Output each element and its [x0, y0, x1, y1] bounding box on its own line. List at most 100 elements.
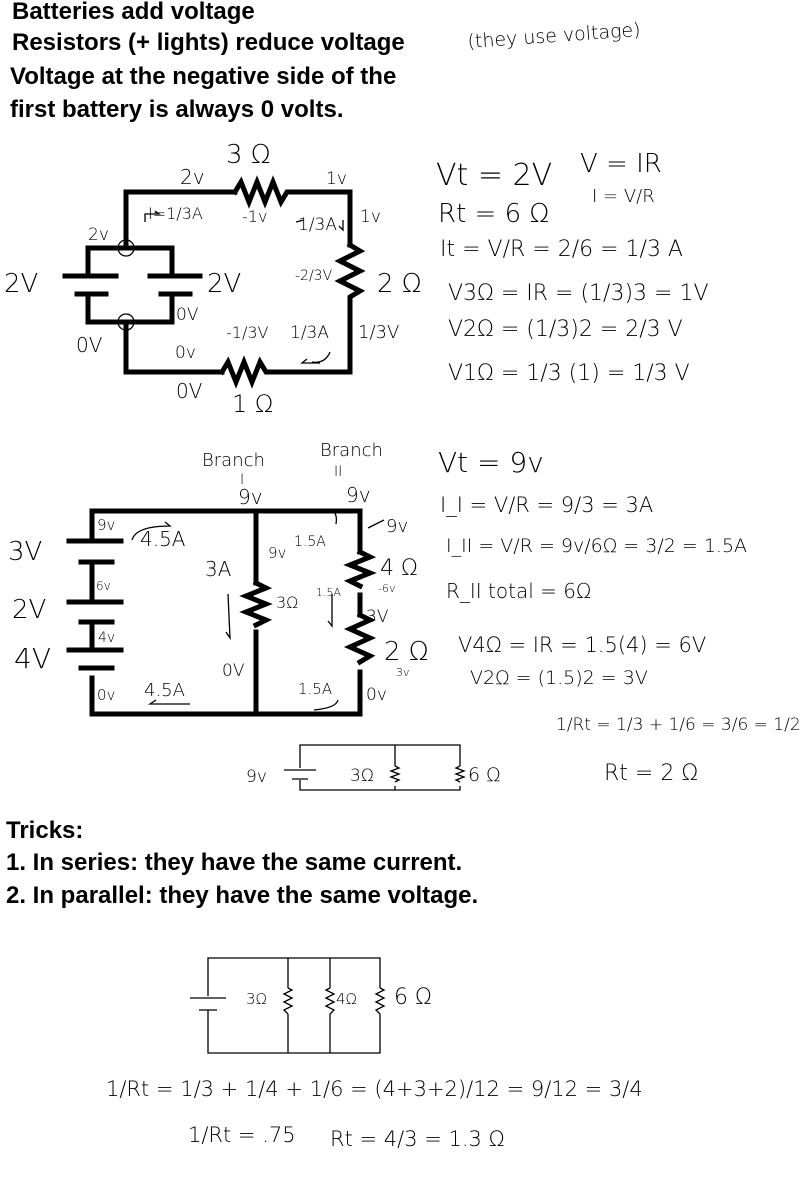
- resistor-2ohm: [343, 611, 377, 666]
- label: 6 Ω: [394, 985, 432, 1010]
- tricks-title: Tricks:: [6, 817, 83, 844]
- label: I: [240, 472, 244, 488]
- label: 3v: [396, 666, 410, 679]
- circuit-2: Branch I 9v Branch II 9v 9v 4.5A 3V 6v 2…: [8, 440, 801, 786]
- trick-parallel: 2. In parallel: they have the same volta…: [6, 882, 478, 909]
- label: 1.5A: [316, 586, 341, 599]
- label: Branch: [320, 440, 383, 461]
- label: 4.5A: [144, 680, 185, 701]
- label: 4Ω: [336, 990, 357, 1008]
- resistor-3ohm: [239, 579, 273, 629]
- label: 1v: [326, 169, 347, 189]
- label: 0V: [222, 661, 245, 681]
- trick-series: 1. In series: they have the same current…: [6, 849, 462, 876]
- equation: 1/Rt = 1/3 + 1/6 = 3/6 = 1/2: [556, 715, 801, 735]
- battery-plates: [284, 769, 316, 780]
- note-voltage-1: Voltage at the negative side of the: [10, 63, 396, 90]
- label: -6v: [378, 582, 395, 595]
- label: 9v: [268, 544, 286, 562]
- label: 3A: [205, 557, 232, 581]
- equation: Rt = 2 Ω: [604, 761, 698, 786]
- label: 6 Ω: [468, 764, 501, 786]
- current-arrows: [131, 509, 385, 711]
- label: 4V: [14, 642, 51, 675]
- label: 0V: [76, 333, 103, 357]
- equation: Vt = 2V: [436, 158, 552, 193]
- equation: V2Ω = (1.5)2 = 3V: [470, 667, 648, 689]
- label: 2 Ω: [384, 637, 429, 667]
- equation: I = V/R: [592, 186, 655, 207]
- node-marker: [117, 239, 135, 257]
- equation: V1Ω = 1/3 (1) = 1/3 V: [448, 361, 690, 386]
- wire: [123, 189, 353, 375]
- label: 9v: [238, 485, 263, 509]
- node-marker: [117, 313, 135, 331]
- label: 1.5A: [298, 680, 332, 698]
- label: 6v: [96, 579, 111, 593]
- label: -1v: [242, 207, 267, 226]
- label: 0V: [176, 379, 203, 403]
- label: II: [334, 464, 342, 480]
- wire: [207, 957, 381, 1054]
- label: 4v: [98, 630, 115, 646]
- equation: It = V/R = 2/6 = 1/3 A: [440, 237, 683, 262]
- label: 0V: [176, 305, 199, 325]
- note-resistors: Resistors (+ lights) reduce voltage: [12, 29, 405, 56]
- label: 3 Ω: [226, 140, 271, 170]
- note-aside: (they use voltage): [467, 19, 641, 53]
- resistor-2ohm: [334, 241, 366, 303]
- label: 1 Ω: [232, 390, 273, 418]
- resistor-1ohm: [218, 355, 275, 389]
- label: 3Ω: [350, 766, 374, 786]
- label: 1/3A: [290, 323, 329, 343]
- equation: V3Ω = IR = (1/3)3 = 1V: [448, 281, 709, 306]
- label: 9v: [346, 483, 371, 507]
- label: I=1/3A: [148, 204, 203, 223]
- equation: I_I = V/R = 9/3 = 3A: [440, 493, 653, 517]
- battery-plates: [62, 273, 203, 297]
- battery-plates: [66, 538, 124, 671]
- equation: V4Ω = IR = 1.5(4) = 6V: [458, 633, 706, 657]
- current-arrows: [144, 210, 344, 364]
- label: 1.5A: [294, 534, 326, 550]
- battery-wires: [85, 245, 175, 325]
- label: 2 Ω: [377, 269, 422, 299]
- label: 3V: [8, 537, 42, 567]
- note-voltage-2: first battery is always 0 volts.: [10, 96, 343, 123]
- circuit-4: 3Ω 4Ω 6 Ω 1/Rt = 1/3 + 1/4 + 1/6 = (4+3+…: [106, 957, 643, 1151]
- resistor-3ohm: [231, 175, 293, 209]
- resistors: [389, 765, 466, 783]
- battery-plates: [190, 997, 226, 1011]
- label: 1v: [360, 207, 381, 227]
- circuit-3: 9v 3Ω 6 Ω: [246, 744, 501, 791]
- note-batteries: Batteries add voltage: [12, 0, 255, 25]
- equation: I_II = V/R = 9v/6Ω = 3/2 = 1.5A: [446, 535, 747, 557]
- equation: 1/Rt = .75: [188, 1123, 296, 1147]
- wire: [89, 508, 363, 717]
- label: 2v: [180, 165, 205, 189]
- label: 2V: [4, 269, 38, 299]
- label: 3V: [366, 607, 389, 627]
- label: -1/3V: [226, 323, 269, 342]
- circuit-1: 3 Ω 2v 1v I=1/3A -1v 1/3A 1v 2v 2V 2V -2…: [4, 140, 709, 418]
- label: 0v: [366, 685, 387, 705]
- label: 2v: [88, 225, 109, 245]
- label: 4.5A: [140, 527, 186, 551]
- label: 3Ω: [276, 593, 298, 612]
- label: 2V: [12, 595, 46, 625]
- equation: V2Ω = (1/3)2 = 2/3 V: [448, 317, 683, 342]
- label: 0v: [175, 343, 196, 363]
- resistor-4ohm: [343, 548, 377, 590]
- equation: Rt = 4/3 = 1.3 Ω: [330, 1127, 505, 1151]
- wire: [299, 744, 461, 791]
- label: 9v: [97, 516, 115, 534]
- equation: 1/Rt = 1/3 + 1/4 + 1/6 = (4+3+2)/12 = 9/…: [106, 1077, 643, 1101]
- label: 0v: [97, 686, 115, 704]
- label: Branch: [202, 450, 265, 471]
- equation: V = IR: [580, 149, 662, 179]
- label: 1/3A: [298, 215, 337, 235]
- equation: Rt = 6 Ω: [438, 199, 549, 229]
- label: 9v: [246, 767, 267, 787]
